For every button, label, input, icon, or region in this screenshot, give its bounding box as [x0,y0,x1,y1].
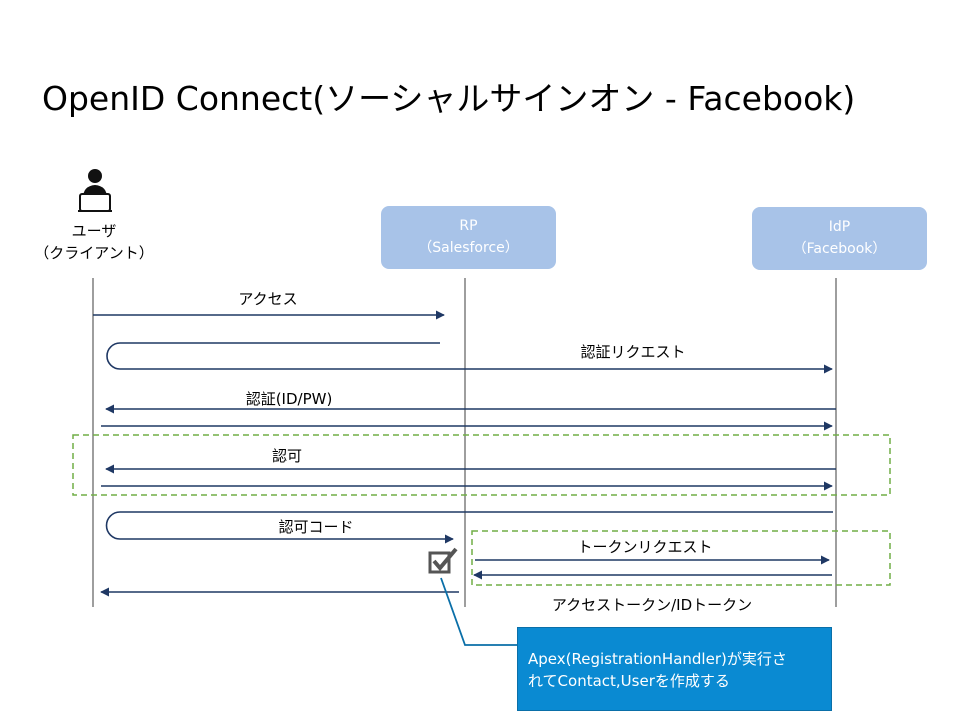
actor-idp-box: IdP （Facebook） [752,207,927,270]
actor-user-name: ユーザ [71,222,117,240]
label-tokens: アクセストークン/IDトークン [551,596,753,614]
label-auth-request: 認証リクエスト [580,343,686,361]
actor-idp-org: （Facebook） [792,241,887,257]
actor-rp-name: RP [459,218,478,234]
label-access: アクセス [238,290,298,308]
actor-user-label: ユーザ （クライアント） [34,220,153,264]
note-callout-line [440,577,517,646]
actor-rp-box: RP （Salesforce） [381,206,556,269]
note-line-2: れてContact,Userを作成する [528,672,730,690]
arrow-auth-code [105,511,833,544]
label-auth-id-pw: 認証(ID/PW) [245,390,333,408]
page-title: OpenID Connect(ソーシャルサインオン - Facebook) [42,79,856,118]
label-token-request: トークンリクエスト [577,538,713,556]
actor-rp-org: （Salesforce） [418,240,519,256]
checkbox-check-icon [428,547,458,574]
actor-user-role: （クライアント） [34,244,154,262]
label-authorization: 認可 [271,447,303,465]
token-group-box [471,530,891,586]
note-box: Apex(RegistrationHandler)が実行さ れてContact,… [517,627,832,711]
arrow-auth-request [106,342,833,374]
note-line-1: Apex(RegistrationHandler)が実行さ [528,650,787,668]
user-laptop-icon [78,169,112,212]
authorization-group-box [72,434,891,496]
label-auth-code: 認可コード [278,518,354,536]
actor-idp-name: IdP [828,219,851,235]
